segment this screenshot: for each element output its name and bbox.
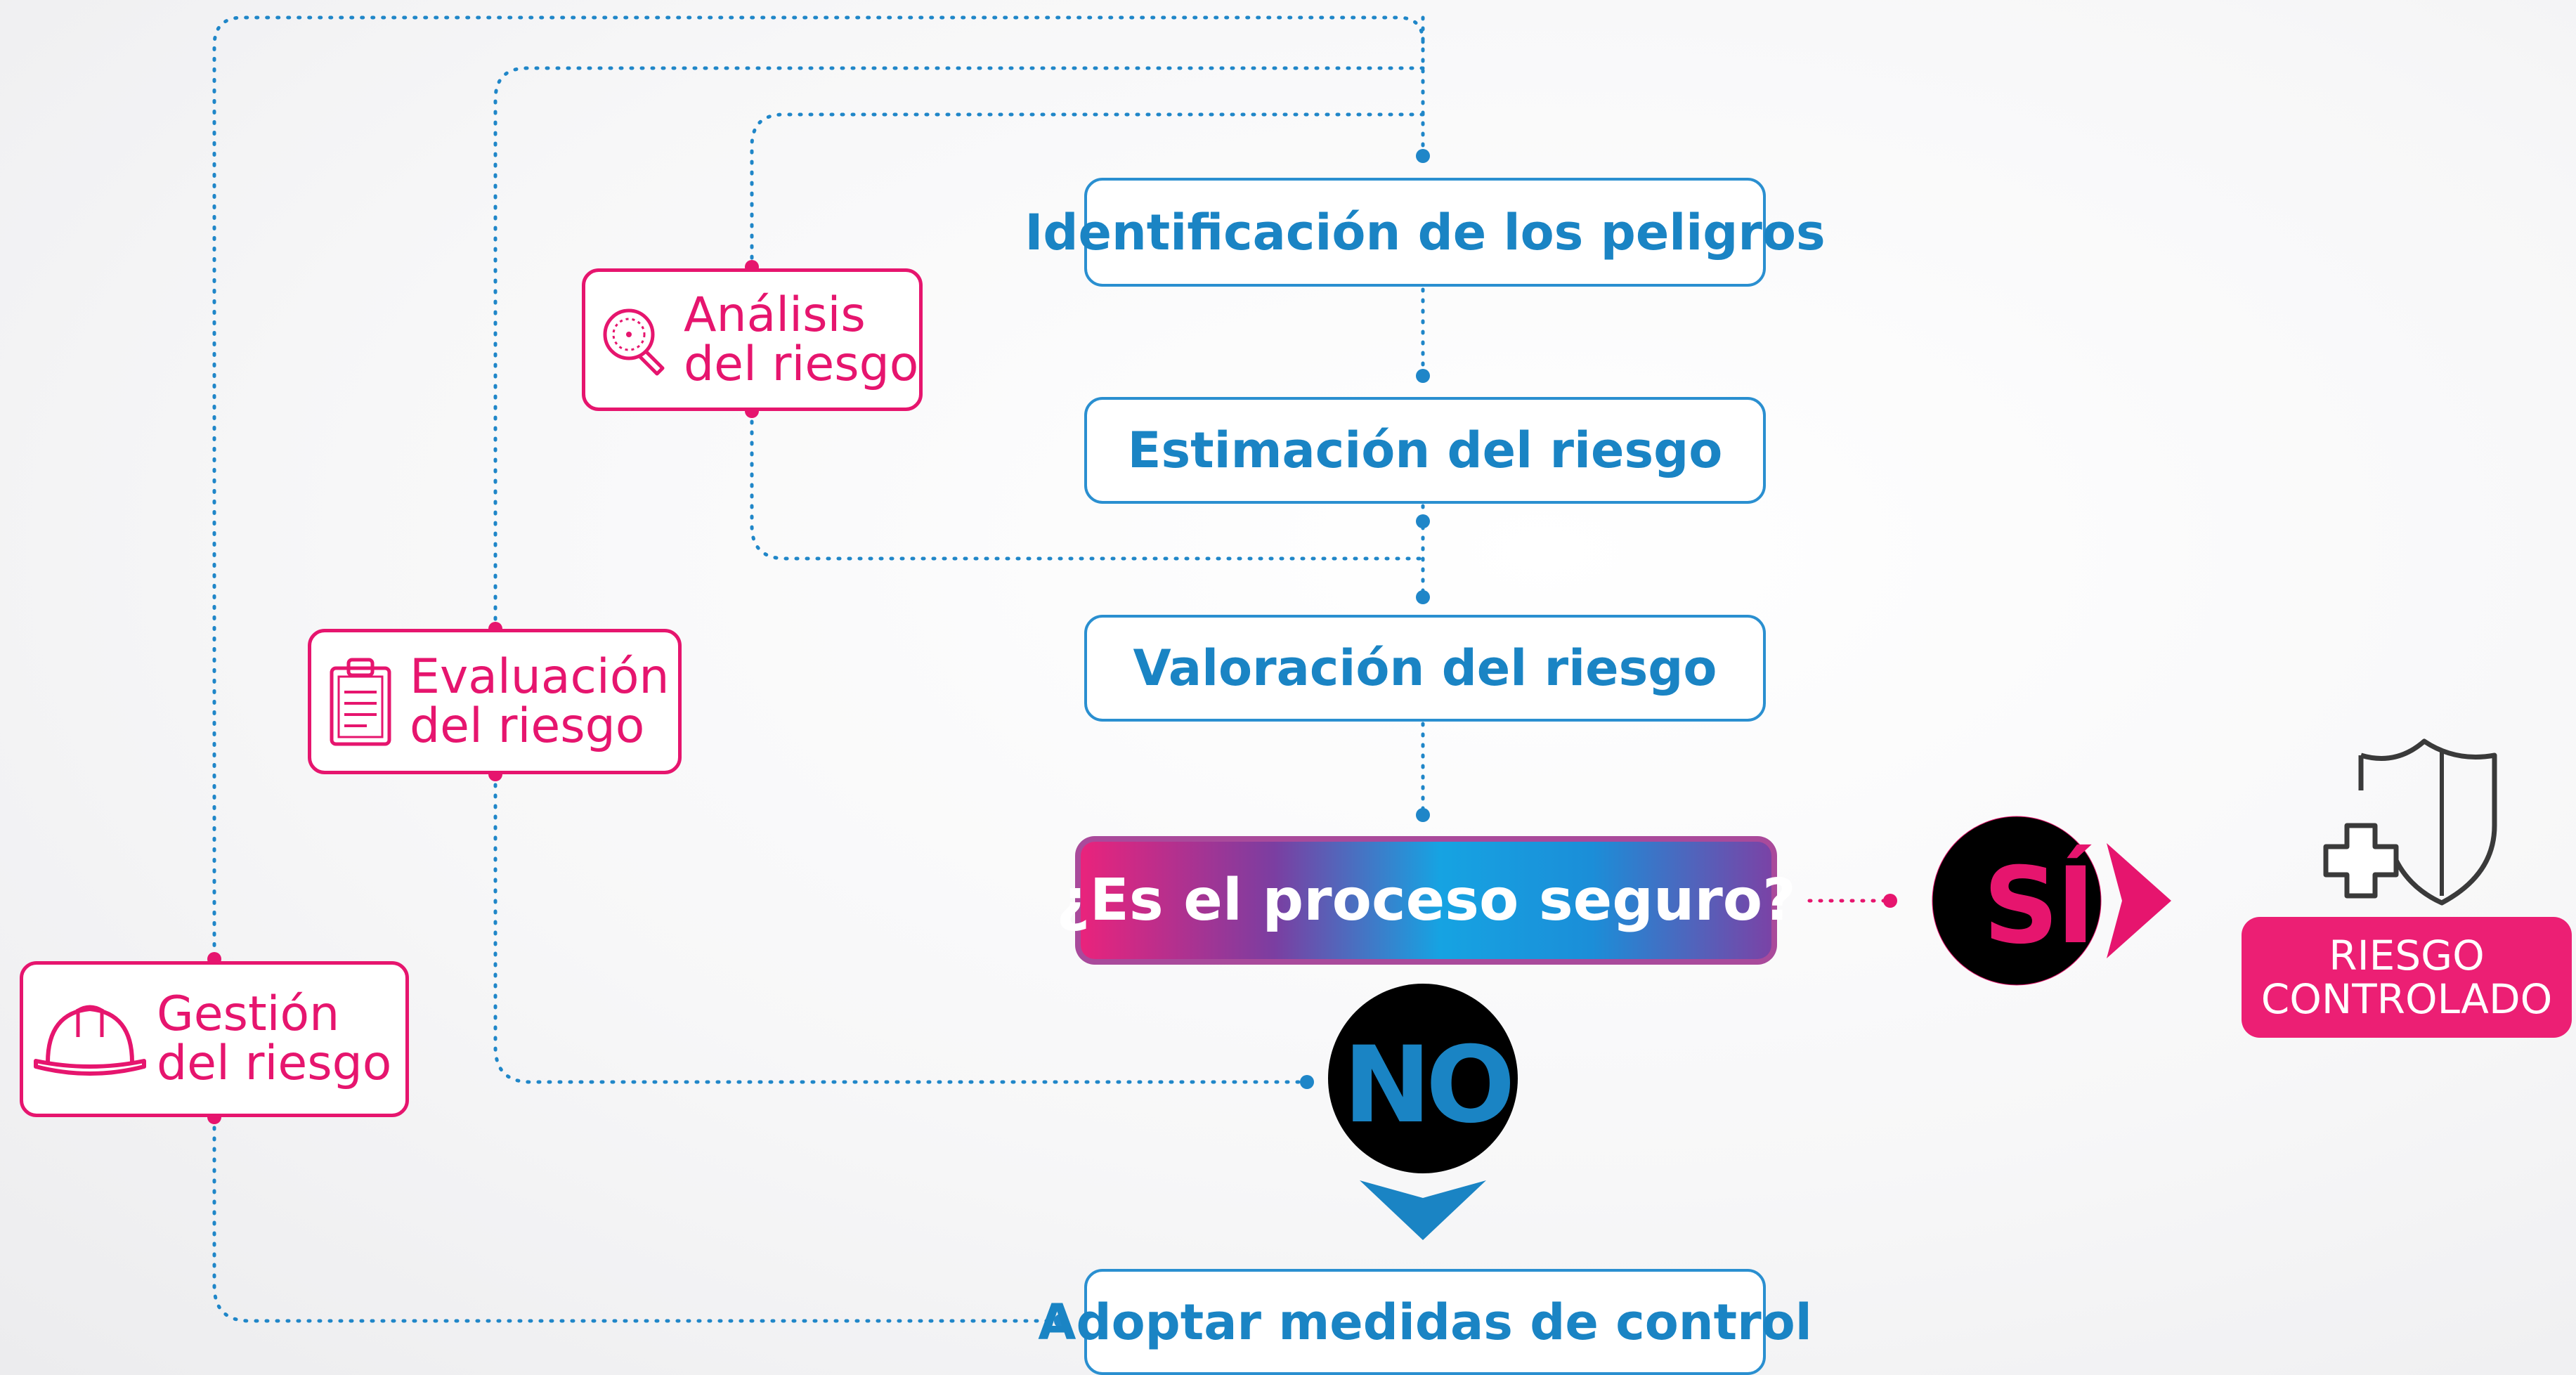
- connector-dot: [1054, 1314, 1068, 1328]
- phase-gestion-line2: del riesgo: [157, 1036, 392, 1091]
- analisis-loop-bottom: [750, 409, 1425, 561]
- result-line2: CONTROLADO: [2260, 975, 2553, 1023]
- evaluacion-loop-bottom: [493, 772, 1309, 1084]
- connector-dot: [1883, 894, 1897, 908]
- phase-evaluacion-line1: Evaluación: [410, 649, 670, 705]
- result-line1: RIESGO: [2329, 932, 2485, 979]
- magnifier-icon: [585, 298, 684, 382]
- evaluacion-loop-top: [493, 66, 1425, 631]
- connector-dot: [1300, 1075, 1314, 1089]
- connector-dot: [1416, 514, 1430, 528]
- phase-evaluacion: Evaluación del riesgo: [308, 629, 682, 774]
- step-identificacion: Identificación de los peligros: [1024, 178, 1826, 287]
- no-arrow: [1360, 1180, 1486, 1240]
- hard-hat-icon: [23, 993, 157, 1085]
- step-adoptar: Adoptar medidas de control: [1038, 1269, 1812, 1375]
- phase-gestion: Gestión del riesgo: [20, 961, 409, 1117]
- yes-label: SÍ: [1983, 845, 2095, 967]
- step-valoracion: Valoración del riesgo: [1084, 615, 1766, 722]
- connector-dot: [1416, 369, 1430, 383]
- connector-dot: [1416, 808, 1430, 822]
- analisis-loop-top: [750, 112, 1425, 269]
- shield-plus-icon: [2319, 734, 2502, 910]
- result-badge: RIESGO CONTROLADO: [2242, 917, 2572, 1038]
- clipboard-icon: [311, 653, 410, 751]
- phase-analisis-line2: del riesgo: [684, 336, 919, 392]
- connector-dot: [1416, 149, 1430, 163]
- gestion-loop-bottom: [212, 1115, 1063, 1323]
- no-label: NO: [1343, 1024, 1515, 1147]
- yes-circle: [1932, 816, 2102, 986]
- phase-gestion-line1: Gestión: [157, 986, 340, 1042]
- phase-analisis: Análisis del riesgo: [582, 268, 923, 411]
- yes-arrow: [2107, 843, 2171, 958]
- decision-box: ¿Es el proceso seguro?: [1056, 836, 1796, 965]
- phase-evaluacion-line2: del riesgo: [410, 698, 645, 754]
- connector-dot: [1416, 590, 1430, 604]
- no-circle: [1328, 984, 1518, 1173]
- phase-analisis-line1: Análisis: [684, 287, 866, 343]
- step-estimacion: Estimación del riesgo: [1084, 397, 1766, 504]
- decision-question: ¿Es el proceso seguro?: [1056, 842, 1796, 959]
